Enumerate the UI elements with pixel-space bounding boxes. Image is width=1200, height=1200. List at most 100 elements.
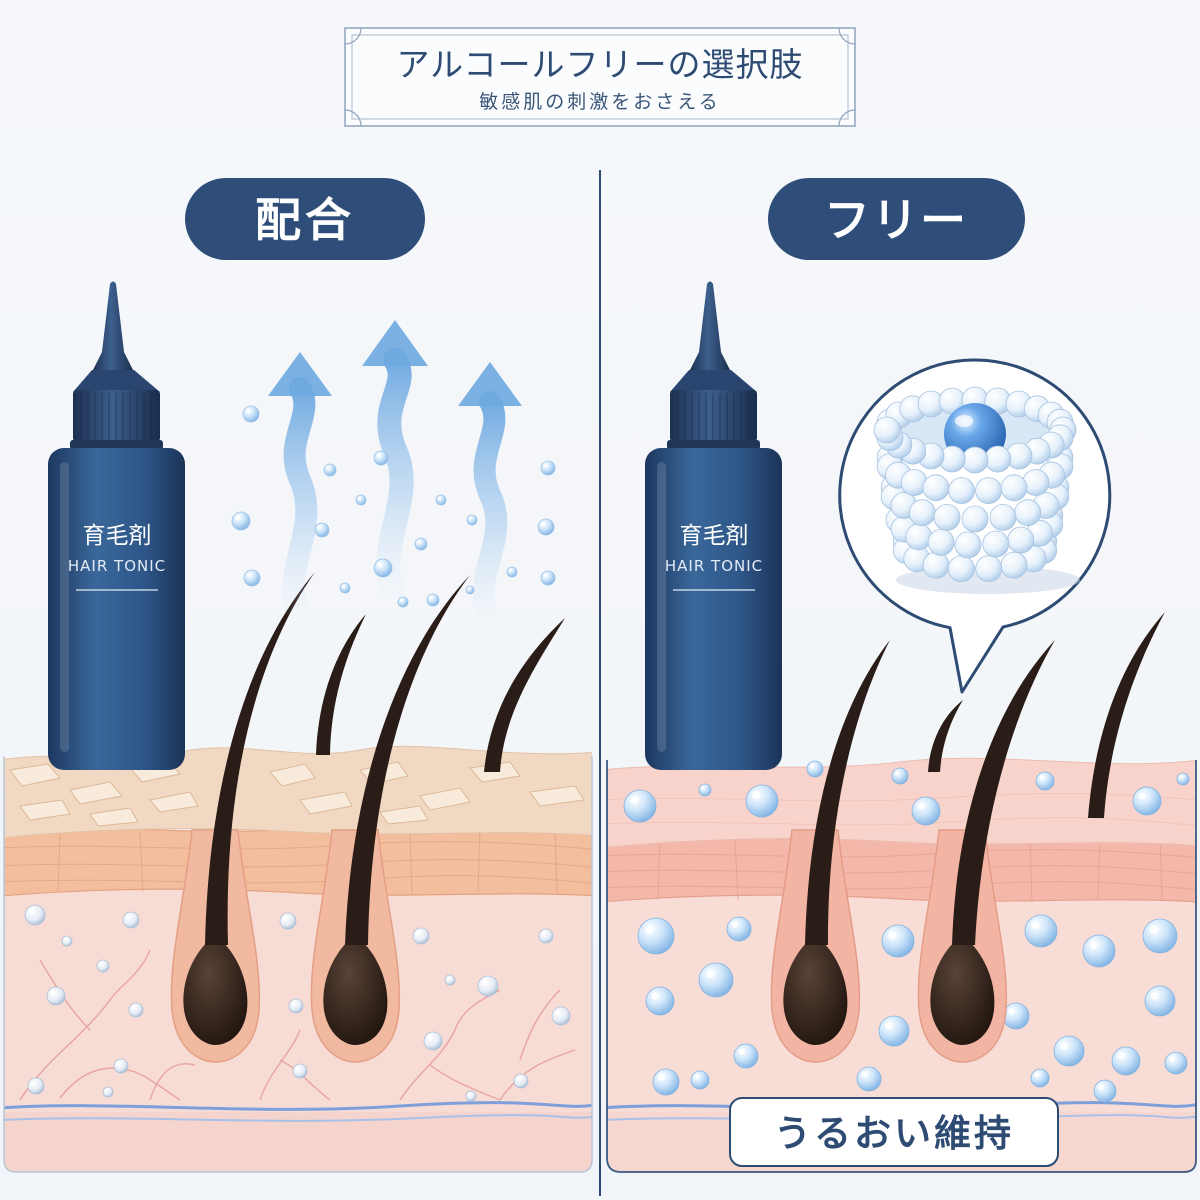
droplet-icon [231, 511, 251, 531]
bottle-shoulder [73, 370, 160, 392]
droplet-icon [373, 450, 389, 466]
hair-strands-right [805, 612, 1165, 945]
droplet-icon [397, 596, 409, 608]
capsule-bead [947, 555, 975, 582]
droplet-icon [726, 916, 752, 942]
droplet-icon [733, 1043, 759, 1069]
capsule-bead [989, 504, 1017, 531]
droplet-icon [1024, 914, 1058, 948]
panel-frame-left [3, 756, 593, 1173]
bottle-label-jp: 育毛剤 [83, 523, 152, 549]
droplet-icon [513, 1073, 529, 1089]
droplet-icon [444, 974, 456, 986]
droplet-icon [339, 582, 351, 594]
capsule-bead [984, 445, 1012, 473]
capsule-bead [933, 504, 961, 531]
droplet-icon [426, 593, 440, 607]
droplet-icon [690, 1070, 710, 1090]
capsule-bead [961, 446, 989, 474]
droplet-icon [652, 1068, 680, 1096]
panel-frame-right [606, 760, 1197, 1173]
bottle-label-jp: 育毛剤 [680, 523, 749, 549]
droplet-icon [645, 986, 675, 1016]
capsule-bead [948, 477, 975, 505]
droplet-icon [878, 1015, 910, 1047]
bottle-label-en: HAIR TONIC [68, 557, 166, 575]
droplet-icon [61, 935, 73, 947]
hair-tonic-bottle-right: 育毛剤 HAIR TONIC [645, 281, 782, 770]
droplet-icon [465, 1090, 477, 1102]
capsule-bead [908, 499, 936, 527]
bottle-body [645, 448, 782, 770]
droplet-icon [122, 911, 140, 929]
droplet-icon [373, 558, 393, 578]
droplet-icon [412, 927, 430, 945]
label-pill-left: 配合 [185, 178, 425, 260]
droplet-icon [1093, 1079, 1117, 1103]
droplet-icon [1030, 1068, 1050, 1088]
hair-strand [345, 575, 470, 945]
hair-strand [205, 572, 315, 945]
moisture-retention-text: うるおい維持 [774, 1112, 1014, 1155]
moisture-capsule-icon [873, 386, 1080, 594]
droplet-icon [1132, 786, 1162, 816]
droplet-icon [27, 1077, 45, 1095]
droplet-icon [279, 912, 297, 930]
bottle-body [48, 448, 185, 770]
bottle-cap [670, 390, 757, 442]
capsule-bead [905, 523, 933, 551]
droplet-icon [1144, 985, 1176, 1017]
droplet-icon [891, 767, 909, 785]
droplet-icon [856, 1066, 882, 1092]
droplet-icon [465, 585, 475, 595]
evaporation-arrow-icon [458, 362, 522, 636]
epidermis-band-left [4, 821, 592, 897]
droplet-icon [551, 1006, 571, 1026]
hair-follicle-right-2 [917, 829, 1008, 1063]
subcutis-left [4, 1112, 592, 1172]
droplet-icon [911, 796, 941, 826]
capsule-bead [954, 531, 982, 559]
bottle-nozzle [689, 281, 731, 372]
droplet-icon [113, 1058, 129, 1074]
skin-cross-section-left [4, 745, 592, 1172]
droplet-icon [540, 570, 556, 586]
droplet-icon [323, 463, 337, 477]
capillaries-left [19, 949, 576, 1101]
droplet-icon [1142, 918, 1178, 954]
hair-strand [1088, 612, 1165, 818]
hair-follicle-right-1 [770, 829, 861, 1063]
hair-strands-left [205, 572, 565, 945]
droplet-icon [1035, 771, 1055, 791]
hair-strand [928, 700, 963, 772]
capsule-bead [922, 474, 950, 502]
droplet-icon [314, 522, 330, 538]
hair-strand [484, 618, 565, 772]
droplet-icon [242, 405, 260, 423]
capsule-bead [1000, 551, 1028, 579]
magnified-callout [838, 358, 1112, 694]
hair-follicle-left-1 [170, 829, 261, 1063]
droplet-icon [102, 1086, 114, 1098]
surface-moisture-droplets [623, 760, 1190, 826]
droplet-icon [24, 904, 46, 926]
droplet-icon [466, 514, 478, 526]
droplet-icon [637, 917, 675, 955]
capsule-bead [975, 555, 1003, 582]
pill-text-alcohol-free: フリー [824, 193, 968, 247]
hair-strand [316, 614, 366, 755]
capsule-bead [1007, 526, 1035, 554]
evaporation-arrows [268, 320, 522, 636]
droplet-icon [1111, 1046, 1141, 1076]
droplet-icon [537, 518, 555, 536]
droplet-icon [806, 760, 824, 778]
page-subtitle: 敏感肌の刺激をおさえる [479, 91, 720, 113]
bottle-label-en: HAIR TONIC [665, 557, 763, 575]
dermis-moisture-droplets [637, 914, 1188, 1103]
droplet-icon [128, 1002, 144, 1018]
vein-left [4, 1101, 592, 1111]
droplet-icon [288, 998, 304, 1014]
capsule-bead [927, 529, 955, 556]
